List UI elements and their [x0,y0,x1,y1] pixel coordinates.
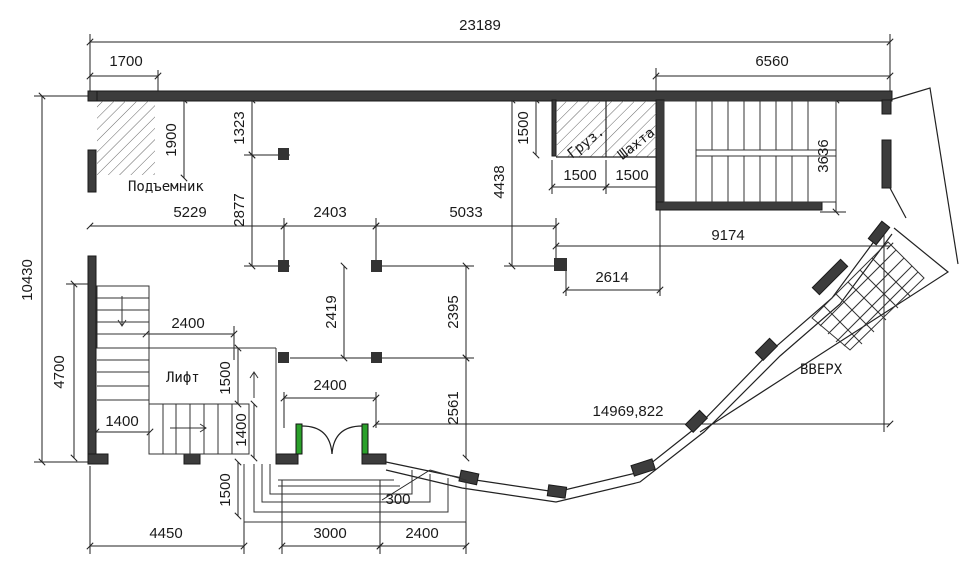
dim-300: 300 [385,491,410,508]
dim-3636: 3636 [815,139,832,172]
dim-1700: 1700 [109,53,142,70]
dim-2614: 2614 [595,269,628,286]
curved-facade [385,87,959,503]
dim-1500-e: 1500 [217,473,234,506]
label-lift: Лифт [166,370,200,386]
entrance-steps [243,464,467,523]
columns [278,148,567,363]
dimension-lines [34,34,894,554]
dim-9174: 9174 [711,227,744,244]
dim-4438: 4438 [491,165,508,198]
dim-3000: 3000 [313,525,346,542]
label-lift-platform: Подъемник [128,179,204,195]
staircase-left [96,285,277,455]
dim-4450: 4450 [149,525,182,542]
dim-1900: 1900 [163,123,180,156]
dim-2419: 2419 [323,295,340,328]
dim-2400-doors: 2400 [313,377,346,394]
dim-1500-b: 1500 [563,167,596,184]
entrance-doors [295,423,369,455]
dim-2403: 2403 [313,204,346,221]
dim-2400-lift: 2400 [171,315,204,332]
dim-1500-c: 1500 [615,167,648,184]
dim-1500-d: 1500 [217,361,234,394]
label-up: ВВЕРХ [800,362,843,378]
dim-5229: 5229 [173,204,206,221]
staircase-facade [811,241,925,351]
staircase-top-right [663,100,837,203]
hatched-areas [97,101,656,175]
dim-2395: 2395 [445,295,462,328]
dim-1400-v: 1400 [233,413,250,446]
dim-2877: 2877 [231,193,248,226]
dim-1500-a: 1500 [515,111,532,144]
dim-4700: 4700 [51,355,68,388]
dim-2400-bottom: 2400 [405,525,438,542]
dim-diagonal: 14969,822 [593,403,664,420]
dimension-texts: 23189 1700 6560 1900 1323 5229 2877 2403… [19,17,832,542]
dim-1400-h: 1400 [105,413,138,430]
room-labels: Подъемник Лифт Груз. Шахта ВВЕРХ [128,124,843,386]
dim-1323: 1323 [231,111,248,144]
dim-2561: 2561 [445,391,462,424]
dim-5033: 5033 [449,204,482,221]
dim-overall-width: 23189 [459,17,501,34]
dim-6560: 6560 [755,53,788,70]
dim-10430: 10430 [19,259,36,301]
walls [87,90,907,465]
